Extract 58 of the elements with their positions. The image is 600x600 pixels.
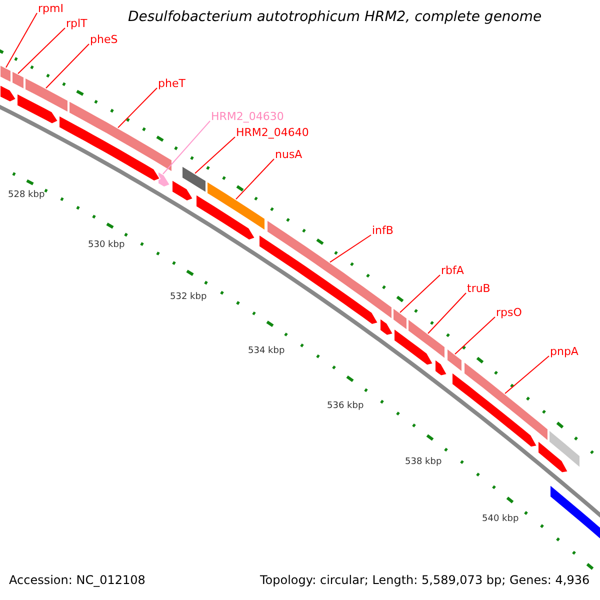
gene-feature bbox=[158, 170, 171, 188]
leader-line bbox=[400, 274, 440, 313]
leader-line bbox=[162, 120, 210, 174]
gene-feature bbox=[434, 358, 448, 376]
gene-bar bbox=[206, 180, 266, 232]
scale-label: 528 kbp bbox=[8, 190, 45, 200]
gene-label: infB bbox=[372, 224, 394, 237]
leader-line bbox=[18, 28, 66, 74]
gene-bar bbox=[446, 347, 462, 374]
leader-line bbox=[236, 158, 274, 200]
gene-label: nusA bbox=[275, 148, 302, 161]
gene-bar bbox=[464, 360, 548, 442]
gene-bar bbox=[24, 76, 68, 114]
leader-line bbox=[428, 292, 466, 334]
info-text: Accession: NC_012108 bbox=[9, 573, 146, 587]
gene-feature bbox=[452, 371, 538, 448]
gene-bar bbox=[392, 306, 408, 332]
gene-label: rpmI bbox=[38, 2, 64, 15]
scale-label: 534 kbp bbox=[248, 346, 285, 356]
gene-feature bbox=[0, 84, 17, 103]
gene-feature bbox=[394, 328, 434, 366]
gene-label: rbfA bbox=[441, 264, 464, 277]
scale-label: 540 kbp bbox=[482, 514, 519, 524]
gene-bar bbox=[548, 428, 580, 469]
leader-line bbox=[46, 44, 90, 89]
gene-feature bbox=[196, 194, 256, 241]
scale-label: 536 kbp bbox=[327, 401, 364, 411]
leader-line bbox=[6, 12, 38, 68]
gene-bar bbox=[266, 218, 392, 320]
gene-feature bbox=[538, 440, 569, 474]
gene-bar bbox=[408, 318, 446, 360]
gene-bar bbox=[12, 70, 24, 90]
scale-label: 532 kbp bbox=[170, 292, 207, 302]
gene-label: HRM2_04630 bbox=[211, 110, 284, 123]
scale-label: 538 kbp bbox=[405, 457, 442, 467]
gene-feature bbox=[58, 114, 161, 182]
gene-label: pheT bbox=[158, 77, 186, 90]
gene-label: truB bbox=[467, 282, 490, 295]
leader-line bbox=[118, 88, 158, 128]
gene-label: HRM2_04640 bbox=[236, 126, 309, 139]
gene-bar bbox=[68, 100, 172, 173]
gene-label: rplT bbox=[66, 17, 88, 30]
leader-line bbox=[330, 234, 372, 263]
leader-line bbox=[454, 316, 496, 355]
gene-label: rpsO bbox=[496, 306, 522, 319]
gene-feature bbox=[172, 179, 194, 202]
info-text: Topology: circular; Length: 5,589,073 bp; Genes: 4,936 bbox=[260, 573, 590, 587]
scale-label: 530 kbp bbox=[88, 240, 125, 250]
gene-feature bbox=[16, 92, 59, 124]
leader-line bbox=[194, 136, 236, 174]
gene-feature bbox=[258, 234, 379, 326]
gene-bar bbox=[182, 165, 206, 194]
leader-line bbox=[504, 356, 550, 394]
gene-feature bbox=[380, 317, 394, 336]
map-title: Desulfobacterium autotrophicum HRM2, complete genome bbox=[128, 9, 542, 25]
gene-label: pheS bbox=[90, 33, 118, 46]
gene-bar bbox=[0, 64, 12, 84]
gene-label: pnpA bbox=[550, 345, 578, 358]
